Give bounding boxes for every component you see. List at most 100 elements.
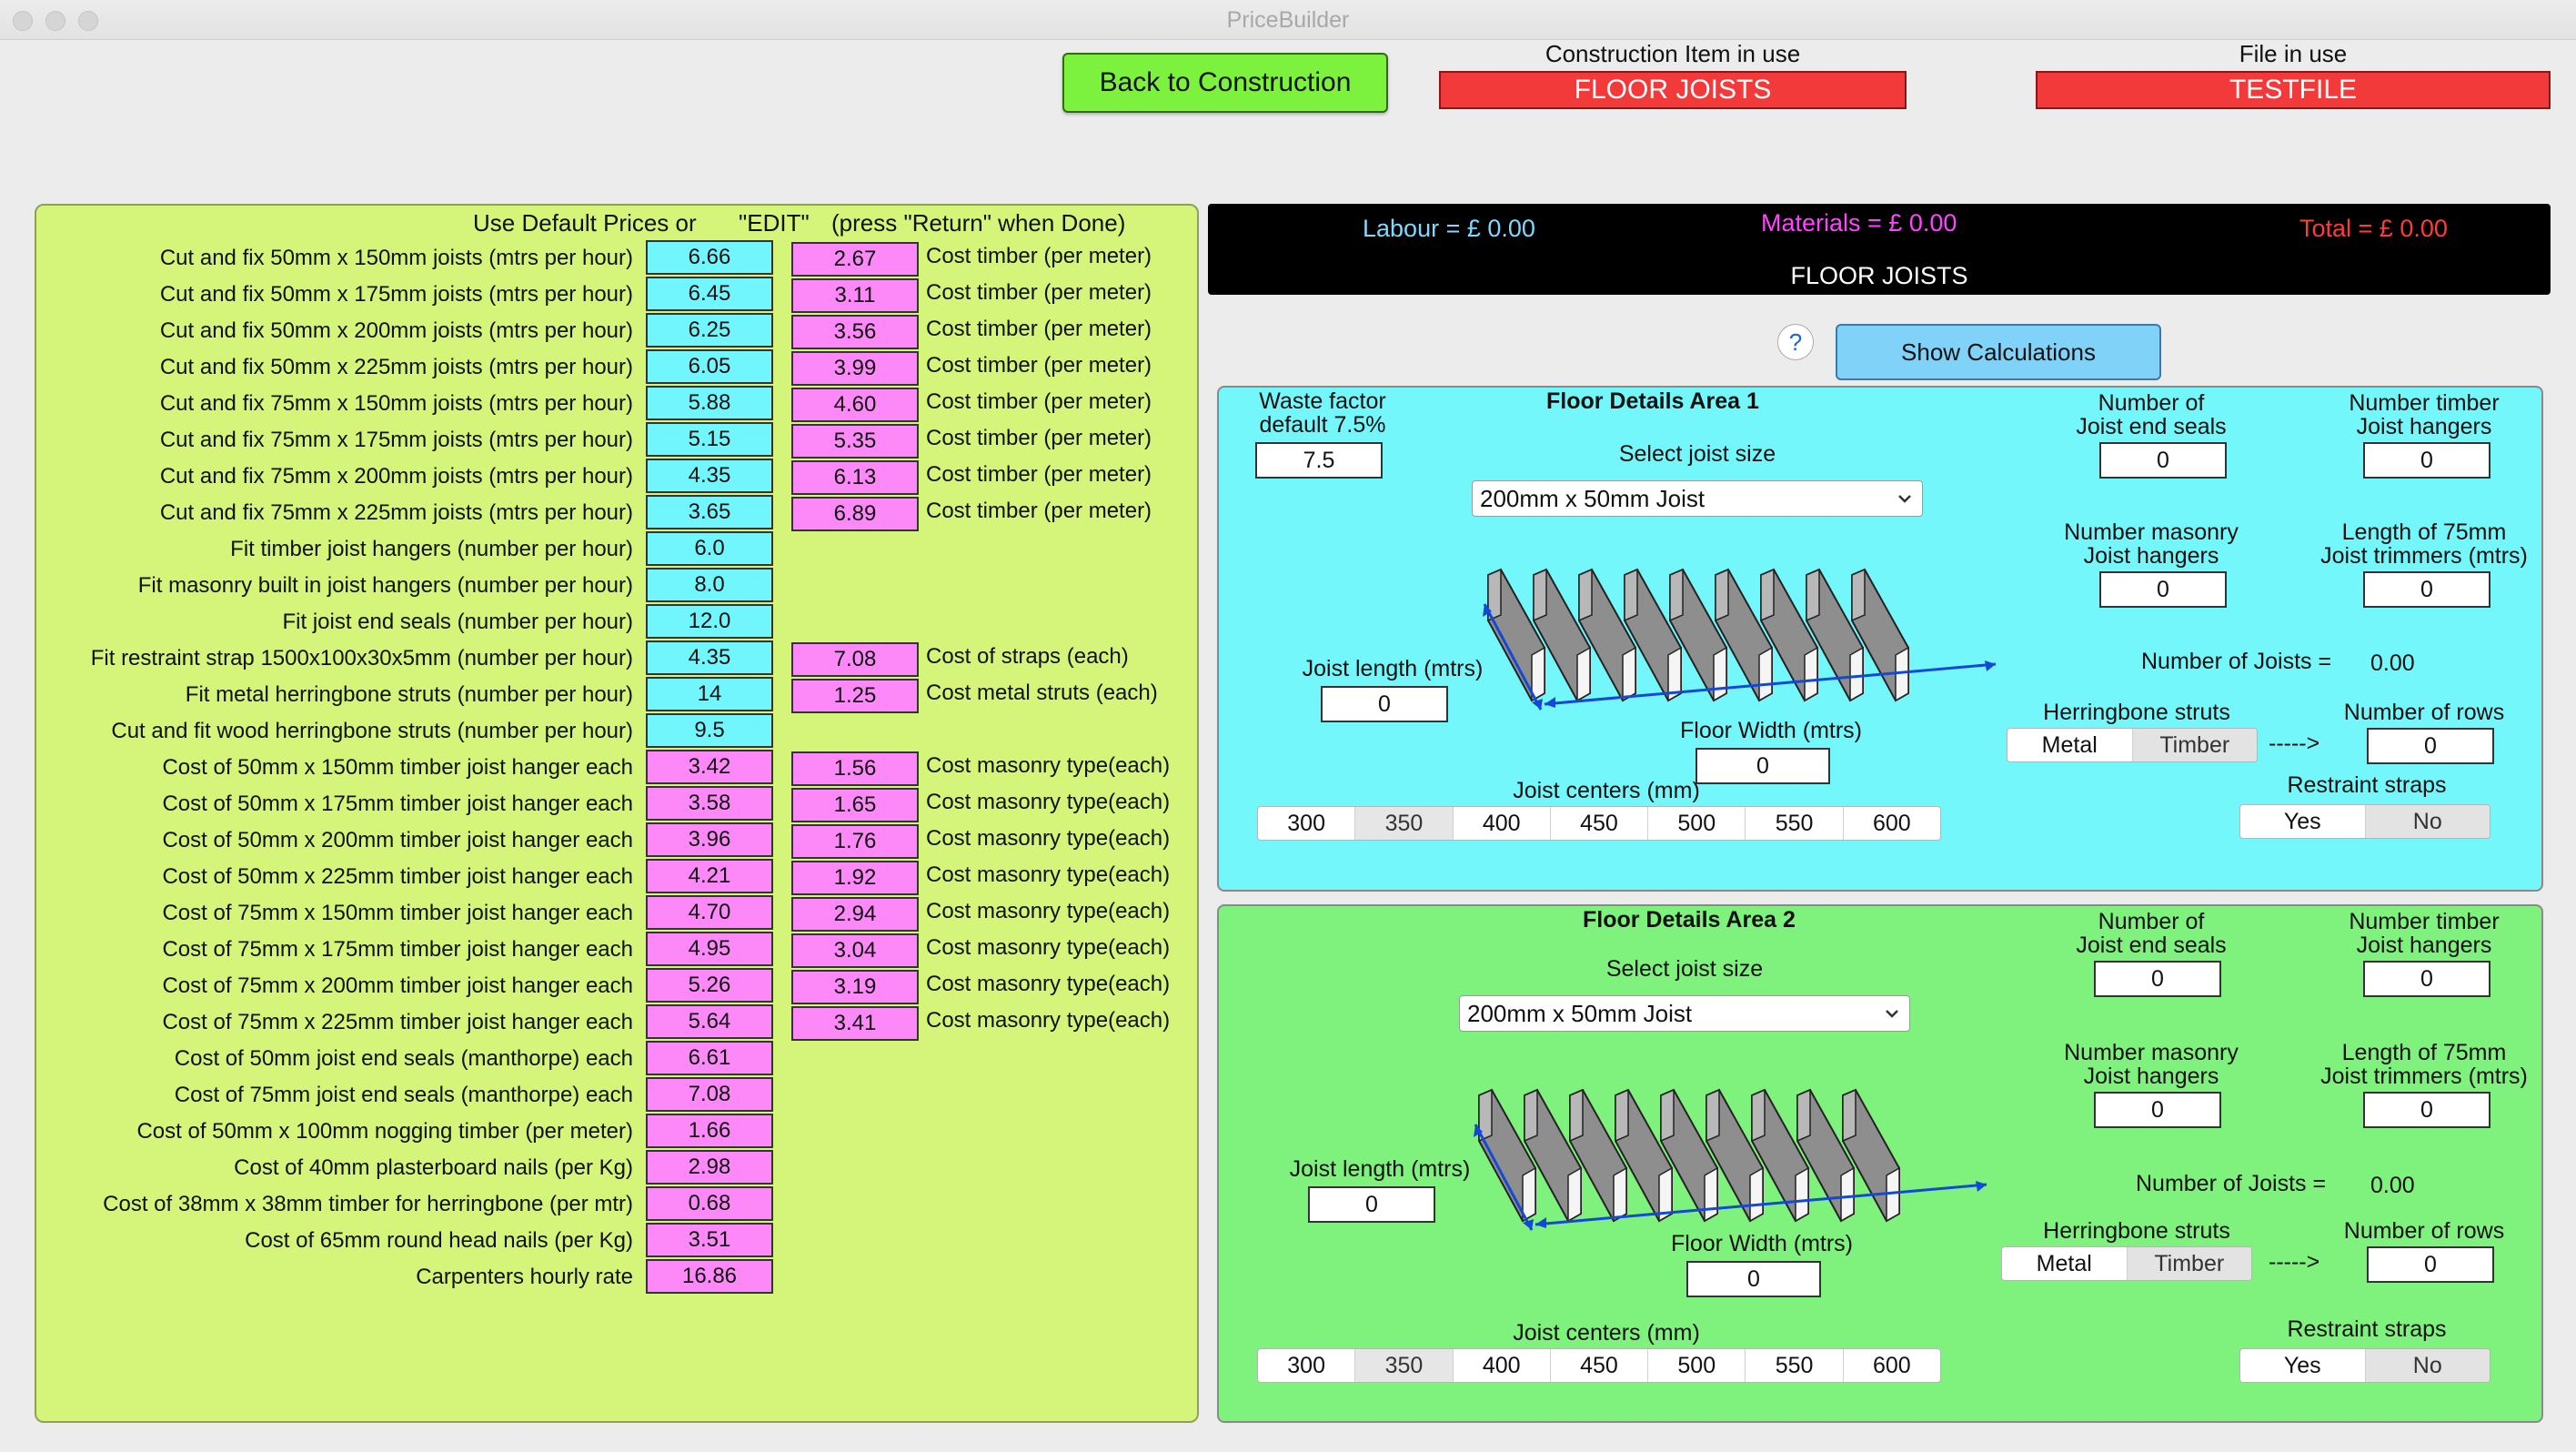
price-row-value-input[interactable]: 6.05: [646, 349, 773, 384]
cost-row-value-input[interactable]: 2.67: [791, 242, 919, 277]
select-joist-size-label: Select joist size: [1618, 441, 1776, 467]
joist-center-option[interactable]: 300: [1258, 807, 1356, 840]
joist-trimmers-input[interactable]: 0: [2363, 571, 2490, 608]
price-row-value-input[interactable]: 4.95: [646, 932, 773, 966]
waste-factor-label: Waste factor: [1259, 388, 1386, 414]
end-seals-input[interactable]: 0: [2094, 961, 2221, 997]
joist-center-option[interactable]: 550: [1746, 1349, 1844, 1382]
price-row-value-input[interactable]: 5.64: [646, 1004, 773, 1039]
herringbone-timber-option[interactable]: Timber: [2132, 729, 2257, 761]
cost-row-value-input[interactable]: 1.56: [791, 751, 919, 786]
cost-row-value-input[interactable]: 2.94: [791, 897, 919, 932]
price-row-value-input[interactable]: 6.25: [646, 313, 773, 348]
herringbone-metal-option[interactable]: Metal: [2002, 1247, 2128, 1280]
cost-row-value-input[interactable]: 3.11: [791, 278, 919, 313]
restraint-straps-yes-option[interactable]: Yes: [2240, 1349, 2366, 1382]
cost-row-value-input[interactable]: 3.04: [791, 933, 919, 968]
price-row-value-input[interactable]: 3.65: [646, 495, 773, 529]
price-row-value-input[interactable]: 14: [646, 677, 773, 711]
price-row-value-input[interactable]: 4.35: [646, 459, 773, 493]
price-row-value-input[interactable]: 3.58: [646, 786, 773, 821]
price-row-value-input[interactable]: 4.21: [646, 859, 773, 893]
restraint-straps-no-option[interactable]: No: [2365, 1349, 2490, 1382]
price-row-label: Cut and fix 50mm x 225mm joists (mtrs pe…: [159, 355, 633, 379]
price-row-value-input[interactable]: 5.26: [646, 968, 773, 1003]
cost-row-value-input[interactable]: 3.41: [791, 1006, 919, 1041]
cost-row-value-input[interactable]: 1.76: [791, 824, 919, 859]
price-row-value-input[interactable]: 9.5: [646, 713, 773, 748]
cost-row-value-input[interactable]: 1.92: [791, 861, 919, 895]
joist-size-select[interactable]: 200mm x 50mm Joist: [1472, 480, 1923, 517]
price-row-value-input[interactable]: 6.66: [646, 240, 773, 275]
cost-row-value-input[interactable]: 4.60: [791, 388, 919, 422]
price-row-value-input[interactable]: 3.96: [646, 822, 773, 857]
joist-center-option[interactable]: 350: [1355, 807, 1454, 840]
end-seals-label: Number of: [2098, 390, 2205, 416]
joist-center-option[interactable]: 550: [1746, 807, 1844, 840]
herringbone-metal-option[interactable]: Metal: [2007, 729, 2133, 761]
restraint-straps-yes-option[interactable]: Yes: [2240, 805, 2366, 838]
labour-total: Labour = £ 0.00: [1363, 215, 1535, 242]
joist-center-option[interactable]: 500: [1648, 1349, 1746, 1382]
masonry-hangers-input[interactable]: 0: [2099, 571, 2227, 608]
joist-center-option[interactable]: 450: [1551, 1349, 1649, 1382]
price-row-value-input[interactable]: 5.15: [646, 422, 773, 457]
joist-center-option[interactable]: 500: [1648, 807, 1746, 840]
herringbone-struts-label: Herringbone struts: [2043, 700, 2230, 725]
cost-row-value-input[interactable]: 3.19: [791, 970, 919, 1004]
herringbone-timber-option[interactable]: Timber: [2127, 1247, 2251, 1280]
timber-hangers-input[interactable]: 0: [2363, 442, 2490, 479]
price-row-value-input[interactable]: 5.88: [646, 386, 773, 420]
joist-trimmers-input[interactable]: 0: [2363, 1092, 2490, 1128]
floor-width-input[interactable]: 0: [1686, 1261, 1821, 1297]
price-row-value-input[interactable]: 12.0: [646, 604, 773, 639]
price-row-value-input[interactable]: 4.70: [646, 895, 773, 930]
joist-center-option[interactable]: 300: [1258, 1349, 1356, 1382]
price-row-value-input[interactable]: 4.35: [646, 640, 773, 675]
joist-length-input[interactable]: 0: [1321, 686, 1448, 722]
cost-row-value-input[interactable]: 6.13: [791, 460, 919, 495]
price-row-value-input[interactable]: 3.42: [646, 750, 773, 784]
masonry-hangers-input[interactable]: 0: [2094, 1092, 2221, 1128]
help-icon[interactable]: ?: [1777, 324, 1814, 360]
price-row-label: Cost of 75mm x 150mm timber joist hanger…: [162, 901, 633, 925]
cost-row-value-input[interactable]: 3.99: [791, 351, 919, 386]
price-row-value-input[interactable]: 3.51: [646, 1223, 773, 1257]
show-calculations-button[interactable]: Show Calculations: [1836, 324, 2161, 380]
number-of-rows-input[interactable]: 0: [2367, 1246, 2494, 1283]
cost-row-description: Cost metal struts (each): [926, 681, 1158, 705]
back-to-construction-button[interactable]: Back to Construction: [1062, 53, 1388, 113]
timber-hangers-input[interactable]: 0: [2363, 961, 2490, 997]
joist-size-select[interactable]: 200mm x 50mm Joist: [1459, 995, 1910, 1032]
joist-center-option[interactable]: 350: [1355, 1349, 1454, 1382]
price-row-value-input[interactable]: 1.66: [646, 1114, 773, 1148]
price-row-value-input[interactable]: 8.0: [646, 568, 773, 602]
joist-center-option[interactable]: 400: [1454, 1349, 1551, 1382]
joist-length-input[interactable]: 0: [1308, 1186, 1435, 1223]
waste-factor-input[interactable]: 7.5: [1255, 442, 1383, 479]
minimize-window-button[interactable]: [45, 11, 65, 31]
zoom-window-button[interactable]: [78, 11, 98, 31]
cost-row-value-input[interactable]: 6.89: [791, 497, 919, 531]
price-row-value-input[interactable]: 6.45: [646, 277, 773, 311]
end-seals-input[interactable]: 0: [2099, 442, 2227, 479]
floor-width-input[interactable]: 0: [1696, 748, 1830, 784]
price-row-value-input[interactable]: 0.68: [646, 1186, 773, 1221]
restraint-straps-no-option[interactable]: No: [2365, 805, 2490, 838]
price-row-value-input[interactable]: 6.0: [646, 531, 773, 566]
joist-center-option[interactable]: 400: [1454, 807, 1551, 840]
joist-center-option[interactable]: 600: [1872, 1352, 1911, 1378]
price-row-value-input[interactable]: 7.08: [646, 1077, 773, 1112]
cost-row-value-input[interactable]: 5.35: [791, 424, 919, 459]
cost-row-value-input[interactable]: 1.25: [791, 679, 919, 713]
price-row-value-input[interactable]: 6.61: [646, 1041, 773, 1075]
price-row-value-input[interactable]: 16.86: [646, 1259, 773, 1294]
cost-row-value-input[interactable]: 3.56: [791, 315, 919, 349]
cost-row-value-input[interactable]: 1.65: [791, 788, 919, 822]
price-row-value-input[interactable]: 2.98: [646, 1150, 773, 1185]
close-window-button[interactable]: [13, 11, 33, 31]
cost-row-value-input[interactable]: 7.08: [791, 642, 919, 677]
joist-center-option[interactable]: 450: [1551, 807, 1649, 840]
joist-center-option[interactable]: 600: [1872, 810, 1911, 836]
number-of-rows-input[interactable]: 0: [2367, 728, 2494, 764]
